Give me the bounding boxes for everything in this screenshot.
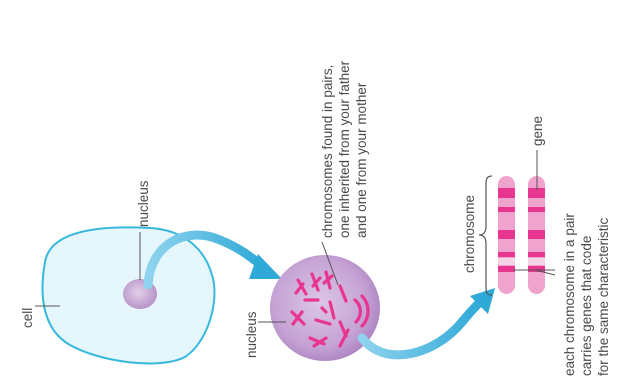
pair-note-line2: carries genes that code bbox=[579, 236, 594, 376]
gene-label: gene bbox=[530, 116, 545, 146]
chromosome-brace bbox=[479, 176, 492, 295]
pair-note-line1: each chromosome in a pair bbox=[562, 213, 577, 376]
chromosomes-pairs-line2: one inherited from your father bbox=[337, 60, 352, 238]
chromosomes-pairs-line1: chromosomes found in pairs, bbox=[320, 65, 335, 238]
nucleus-top-label: nucleus bbox=[136, 180, 151, 227]
chromosomes-pairs-line3: and one from your mother bbox=[354, 82, 369, 238]
arrow-nucleus-to-chromosome bbox=[362, 300, 482, 355]
cell-label: cell bbox=[20, 308, 35, 328]
nucleus-left-label: nucleus bbox=[244, 311, 259, 358]
chromosome-label: chromosome bbox=[462, 195, 477, 273]
pair-note-line3: for the same characteristic bbox=[596, 217, 611, 376]
chromosome-pair bbox=[498, 176, 545, 294]
